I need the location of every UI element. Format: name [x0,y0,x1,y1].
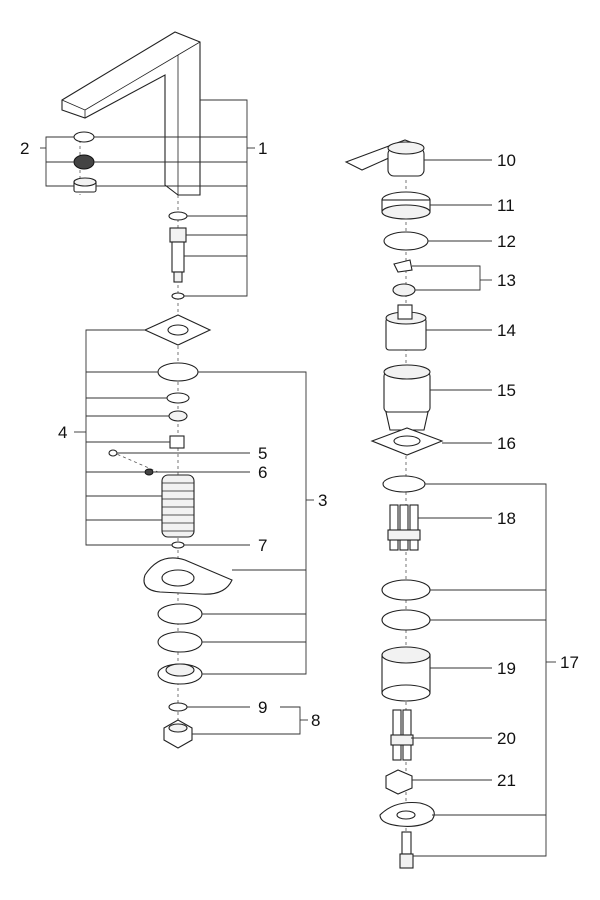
gasket-b [157,631,203,653]
small-seal [144,468,154,476]
callout-17: 17 [560,653,579,672]
callout-8: 8 [311,711,320,730]
callout-5: 5 [258,444,267,463]
gasket-c [381,579,431,601]
bottom-bolt [399,831,414,869]
mounting-plate [143,314,212,346]
callout-12: 12 [497,232,516,251]
body-assembly [344,139,556,869]
spout-o-ring [168,211,188,221]
threaded-pipes [387,504,421,551]
callout-1: 1 [258,139,267,158]
cover-cap [381,191,431,220]
washer-ring [166,392,190,404]
cylinder-sleeve [381,646,431,702]
callout-4: 4 [58,423,67,442]
fixing-nut [157,663,203,685]
body-sleeve [383,364,431,431]
callout-11: 11 [497,196,515,215]
clip-and-ring [392,259,416,297]
spout-small-ring [171,292,185,300]
callout-15: 15 [497,381,516,400]
hose-nut [163,719,193,749]
large-gasket [157,362,199,382]
callout-19: 19 [497,659,516,678]
connecting-pipes [390,709,414,761]
callout-6: 6 [258,463,267,482]
callout-14: 14 [497,321,516,340]
o-ring [383,231,429,251]
threaded-stud [161,474,195,538]
cartridge [385,304,427,351]
threaded-nut [385,769,413,795]
callout-16: 16 [497,434,516,453]
bottom-horseshoe [379,801,435,827]
callout-9: 9 [258,698,267,717]
callout-labels: 1 2 3 4 5 6 7 8 9 10 11 12 13 14 15 16 1… [20,139,579,790]
threaded-sleeve [169,435,185,449]
callout-2: 2 [20,139,29,158]
stud-washer [171,541,185,549]
horseshoe-washer [143,557,233,595]
gasket-d [381,609,431,631]
callout-13: 13 [497,271,516,290]
gasket-ring [382,475,426,493]
spout-assembly [40,31,314,749]
square-plate [370,427,444,456]
callout-20: 20 [497,729,516,748]
lever-handle [344,139,425,177]
bush-ring [168,410,188,422]
gasket-a [157,603,203,625]
callout-21: 21 [497,771,516,790]
spout-body [61,31,201,196]
spout-connector [169,227,187,283]
callout-3: 3 [318,491,327,510]
callout-7: 7 [258,536,267,555]
callout-18: 18 [497,509,516,528]
hose-washer [168,702,188,712]
callout-10: 10 [497,151,516,170]
aerator-set [73,131,97,193]
